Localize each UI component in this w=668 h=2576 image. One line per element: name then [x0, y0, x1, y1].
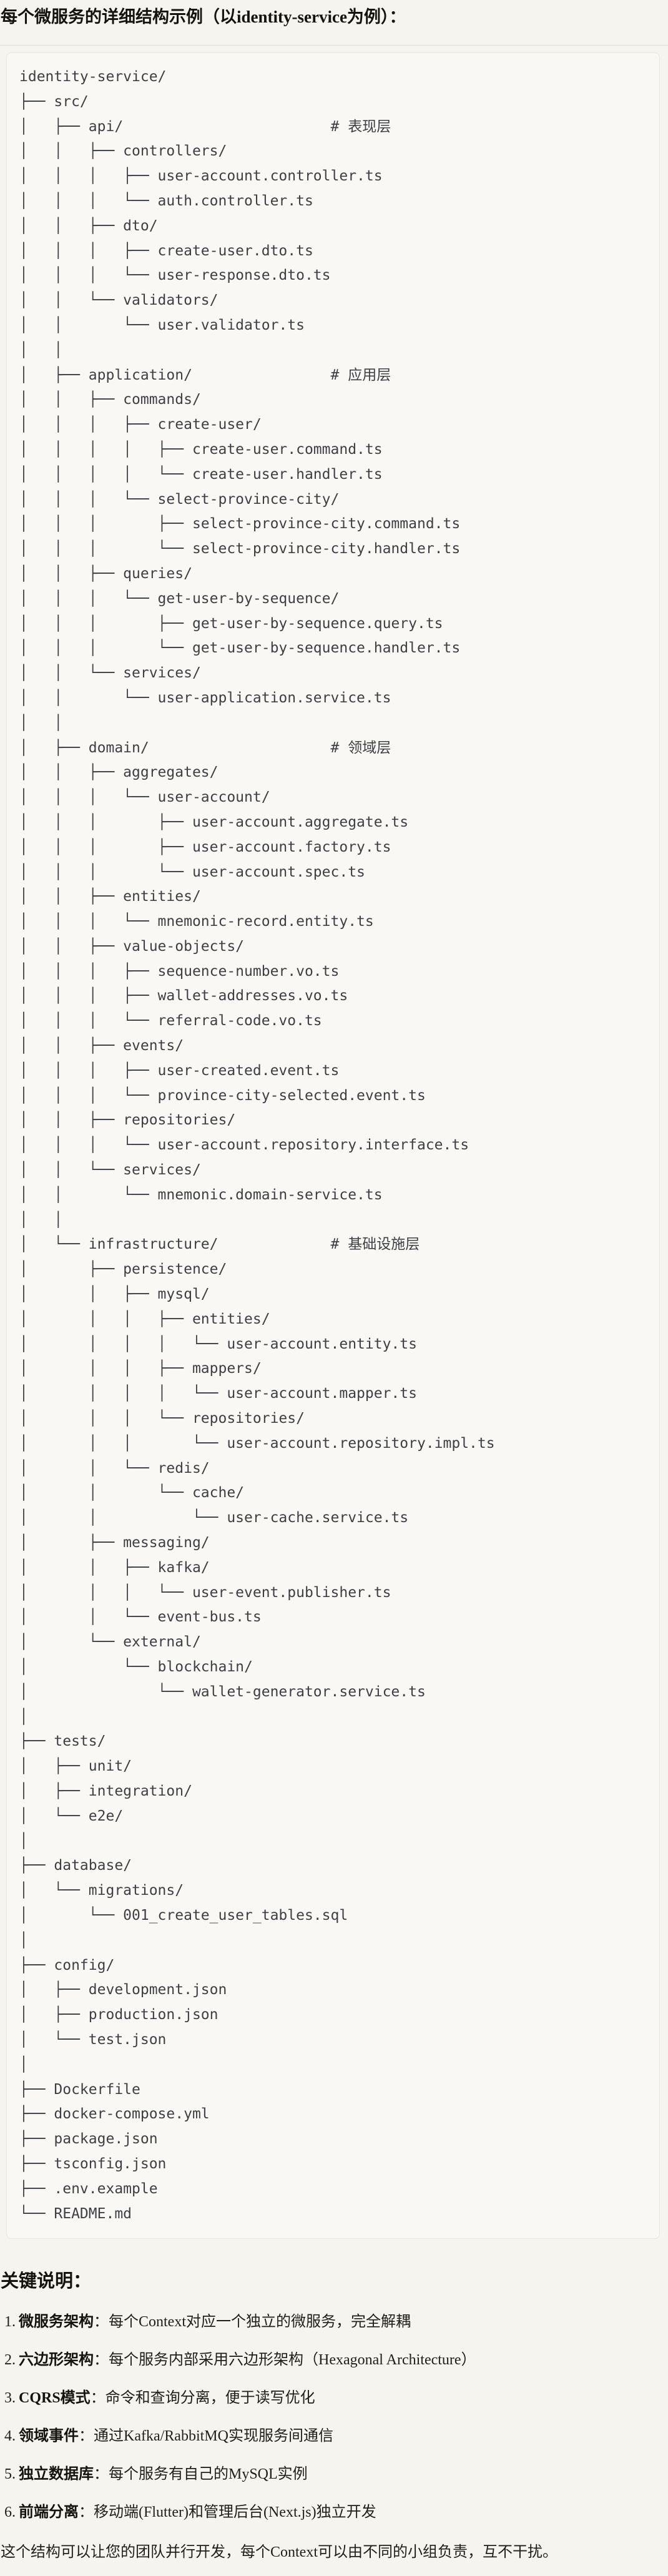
note-term: 独立数据库: [19, 2466, 94, 2483]
note-item: 6.前端分离：移动端(Flutter)和管理后台(Next.js)独立开发: [4, 2503, 668, 2522]
notes-heading: 关键说明：: [1, 2271, 92, 2292]
note-number: 4.: [4, 2428, 16, 2445]
note-number: 1.: [4, 2314, 16, 2331]
note-number: 5.: [4, 2466, 16, 2483]
note-text: ：每个服务有自己的MySQL实例: [94, 2466, 308, 2483]
note-item: 2.六边形架构：每个服务内部采用六边形架构（Hexagonal Architec…: [4, 2351, 668, 2370]
note-term: 六边形架构: [19, 2352, 94, 2369]
note-number: 2.: [4, 2352, 16, 2369]
note-text: ：移动端(Flutter)和管理后台(Next.js)独立开发: [79, 2504, 376, 2521]
note-item: 3.CQRS模式：命令和查询分离，便于读写优化: [4, 2389, 668, 2408]
note-text: ：命令和查询分离，便于读写优化: [90, 2390, 315, 2407]
note-term: 微服务架构: [19, 2314, 94, 2331]
title-divider: [0, 45, 668, 46]
note-text: ：每个Context对应一个独立的微服务，完全解耦: [94, 2314, 411, 2331]
directory-tree: identity-service/ ├── src/ │ ├── api/ # …: [6, 52, 660, 2239]
note-number: 3.: [4, 2390, 16, 2407]
note-text: ：通过Kafka/RabbitMQ实现服务间通信: [79, 2428, 333, 2445]
page-title: 每个微服务的详细结构示例（以identity-service为例）：: [1, 7, 406, 26]
note-text: ：每个服务内部采用六边形架构（Hexagonal Architecture）: [94, 2352, 476, 2369]
note-item: 5.独立数据库：每个服务有自己的MySQL实例: [4, 2465, 668, 2484]
page: 每个微服务的详细结构示例（以identity-service为例）： ident…: [0, 6, 668, 2576]
note-term: 前端分离: [19, 2504, 79, 2521]
notes-footer: 这个结构可以让您的团队并行开发，每个Context可以由不同的小组负责，互不干扰…: [1, 2544, 557, 2561]
note-term: CQRS模式: [19, 2390, 91, 2407]
note-item: 4.领域事件：通过Kafka/RabbitMQ实现服务间通信: [4, 2427, 668, 2446]
note-item: 1.微服务架构：每个Context对应一个独立的微服务，完全解耦: [4, 2313, 668, 2332]
note-number: 6.: [4, 2504, 16, 2521]
note-term: 领域事件: [19, 2428, 79, 2445]
